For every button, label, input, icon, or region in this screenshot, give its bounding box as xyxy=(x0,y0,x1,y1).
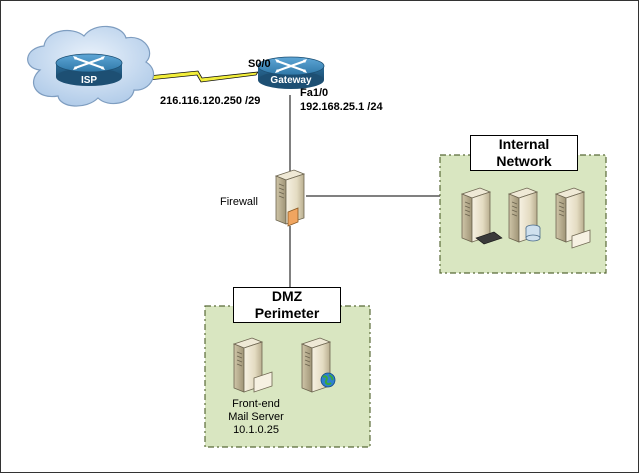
globe-icon xyxy=(320,372,336,388)
firewall-label: Firewall xyxy=(220,196,258,208)
mail-server-label-line2: Mail Server xyxy=(228,411,284,423)
dmz-title-line2: Perimeter xyxy=(254,305,320,321)
mail-document-icon xyxy=(253,371,273,393)
serial-interface-address: 216.116.120.250 /29 xyxy=(160,95,261,107)
document-icon xyxy=(571,229,591,249)
gateway-router-label: Gateway xyxy=(270,75,312,86)
mail-server-label-line1: Front-end xyxy=(232,398,280,410)
internal-network-title: Internal Network xyxy=(470,135,578,171)
keyboard-icon xyxy=(475,231,503,245)
internal-network-title-line2: Network xyxy=(496,153,552,169)
dmz-title: DMZ Perimeter xyxy=(233,287,341,323)
firewall-shield-icon xyxy=(287,207,299,227)
serial-interface-name: S0/0 xyxy=(248,58,271,70)
fastethernet-interface-address: 192.168.25.1 /24 xyxy=(300,101,383,113)
internal-server-1-icon xyxy=(461,187,491,243)
mail-server-address: 10.1.0.25 xyxy=(233,424,279,436)
isp-router-label: ISP xyxy=(80,75,98,86)
serial-link-isp-gateway xyxy=(137,70,259,83)
dmz-zone xyxy=(204,305,371,448)
dmz-title-line1: DMZ xyxy=(271,288,303,304)
fastethernet-interface-name: Fa1/0 xyxy=(300,87,329,99)
database-icon xyxy=(525,224,541,242)
internal-network-title-line1: Internal xyxy=(498,136,550,152)
